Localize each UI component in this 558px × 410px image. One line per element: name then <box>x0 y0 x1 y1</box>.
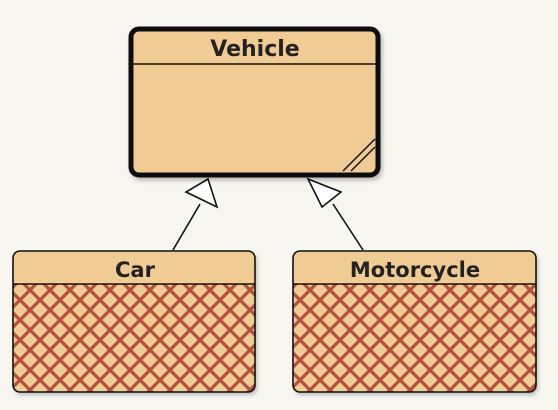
inheritance-line <box>332 203 364 251</box>
class-name-motorcycle: Motorcycle <box>350 258 480 282</box>
class-body-crosshatch <box>13 251 255 392</box>
generalization-motorcycle-to-vehicle[interactable] <box>306 177 364 251</box>
class-box-vehicle[interactable]: Vehicle <box>128 26 381 178</box>
class-body-crosshatch <box>293 251 536 392</box>
generalization-car-to-vehicle[interactable] <box>172 177 219 251</box>
class-box-motorcycle[interactable]: Motorcycle <box>292 250 537 393</box>
class-box-car[interactable]: Car <box>12 250 256 393</box>
class-box-frame <box>292 250 537 393</box>
class-name-car: Car <box>115 258 156 282</box>
class-header-fill <box>13 251 255 284</box>
class-name-vehicle: Vehicle <box>210 37 299 62</box>
class-header-fill <box>293 251 536 284</box>
abstract-corner-marker-icon <box>342 138 376 172</box>
class-box-frame <box>12 250 256 393</box>
class-box-frame <box>128 26 381 178</box>
hollow-triangle-arrowhead-icon <box>184 177 219 209</box>
hollow-triangle-arrowhead-icon <box>306 177 343 209</box>
inheritance-line <box>172 203 201 251</box>
